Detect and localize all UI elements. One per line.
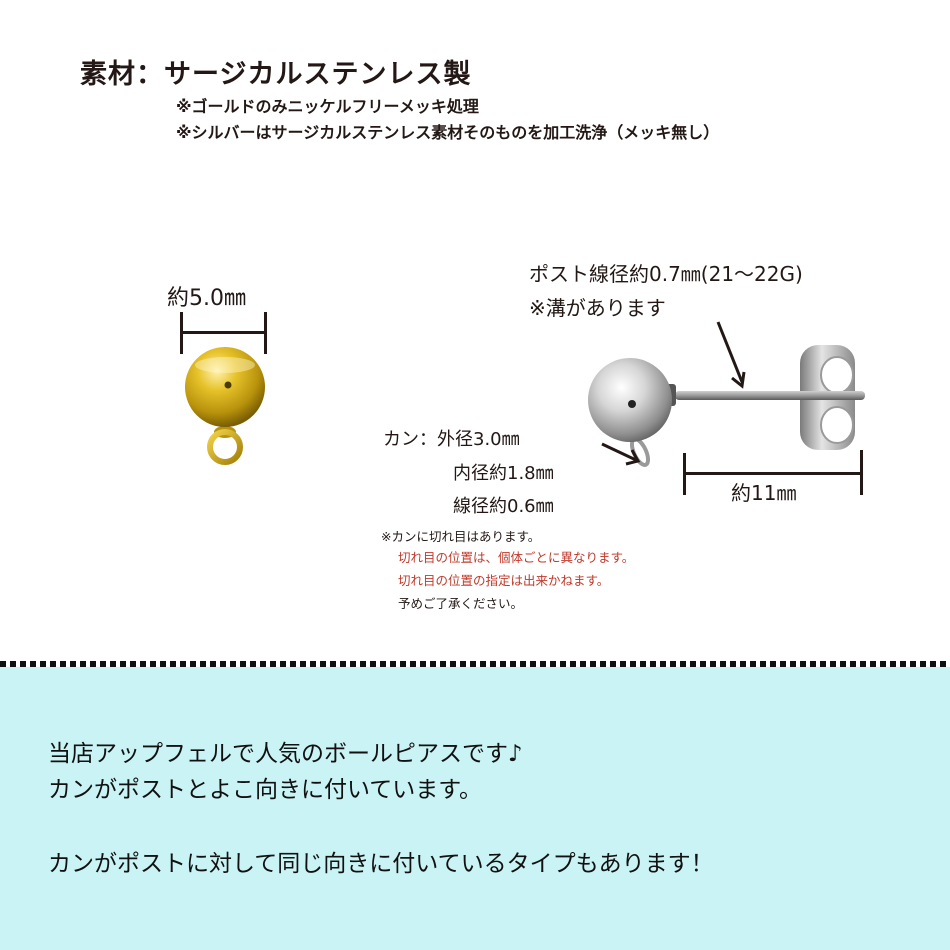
promo-panel (0, 667, 950, 950)
kan-inner-diameter: 内径約1.8㎜ (453, 463, 554, 484)
post-arrow (716, 321, 746, 389)
kan-wire-diameter: 線径約0.6㎜ (453, 496, 554, 517)
kan-arrow (601, 442, 641, 466)
cut-note-3: 切れ目の位置の指定は出来かねます。 (398, 573, 610, 588)
length-label: 約11㎜ (731, 481, 797, 505)
kan-outer-diameter: 外径3.0㎜ (437, 429, 520, 450)
length-line (683, 472, 863, 475)
promo-line-1: 当店アップフェルで人気のボールピアスです♪ (48, 741, 523, 767)
dimension-line (180, 331, 267, 334)
gold-plating-note: ※ゴールドのみニッケルフリーメッキ処理 (176, 97, 479, 116)
cut-note-2: 切れ目の位置は、個体ごとに異なります。 (398, 550, 635, 565)
promo-line-2: カンがポストとよこ向きに付いています。 (48, 777, 483, 803)
kan-label: カン： (383, 429, 437, 450)
post-diameter-label: ポスト線径約0.7㎜(21〜22G) (529, 262, 803, 286)
groove-note: ※溝があります (529, 296, 666, 320)
silver-finish-note: ※シルバーはサージカルステンレス素材そのものを加工洗浄（メッキ無し） (176, 123, 720, 142)
gold-ball-stud-image (185, 347, 265, 465)
promo-line-3: カンがポストに対して同じ向きに付いているタイプもあります！ (48, 851, 714, 877)
kan-spec-outer: カン：外径3.0㎜ (383, 425, 520, 451)
dotted-divider (0, 661, 950, 667)
silver-ball-stud-image (588, 345, 865, 467)
material-title: 素材：サージカルステンレス製 (80, 59, 472, 90)
ball-size-label: 約5.0㎜ (167, 286, 246, 311)
cut-note-1: ※カンに切れ目はあります。 (381, 529, 541, 544)
cut-note-4: 予めご了承ください。 (398, 596, 524, 611)
